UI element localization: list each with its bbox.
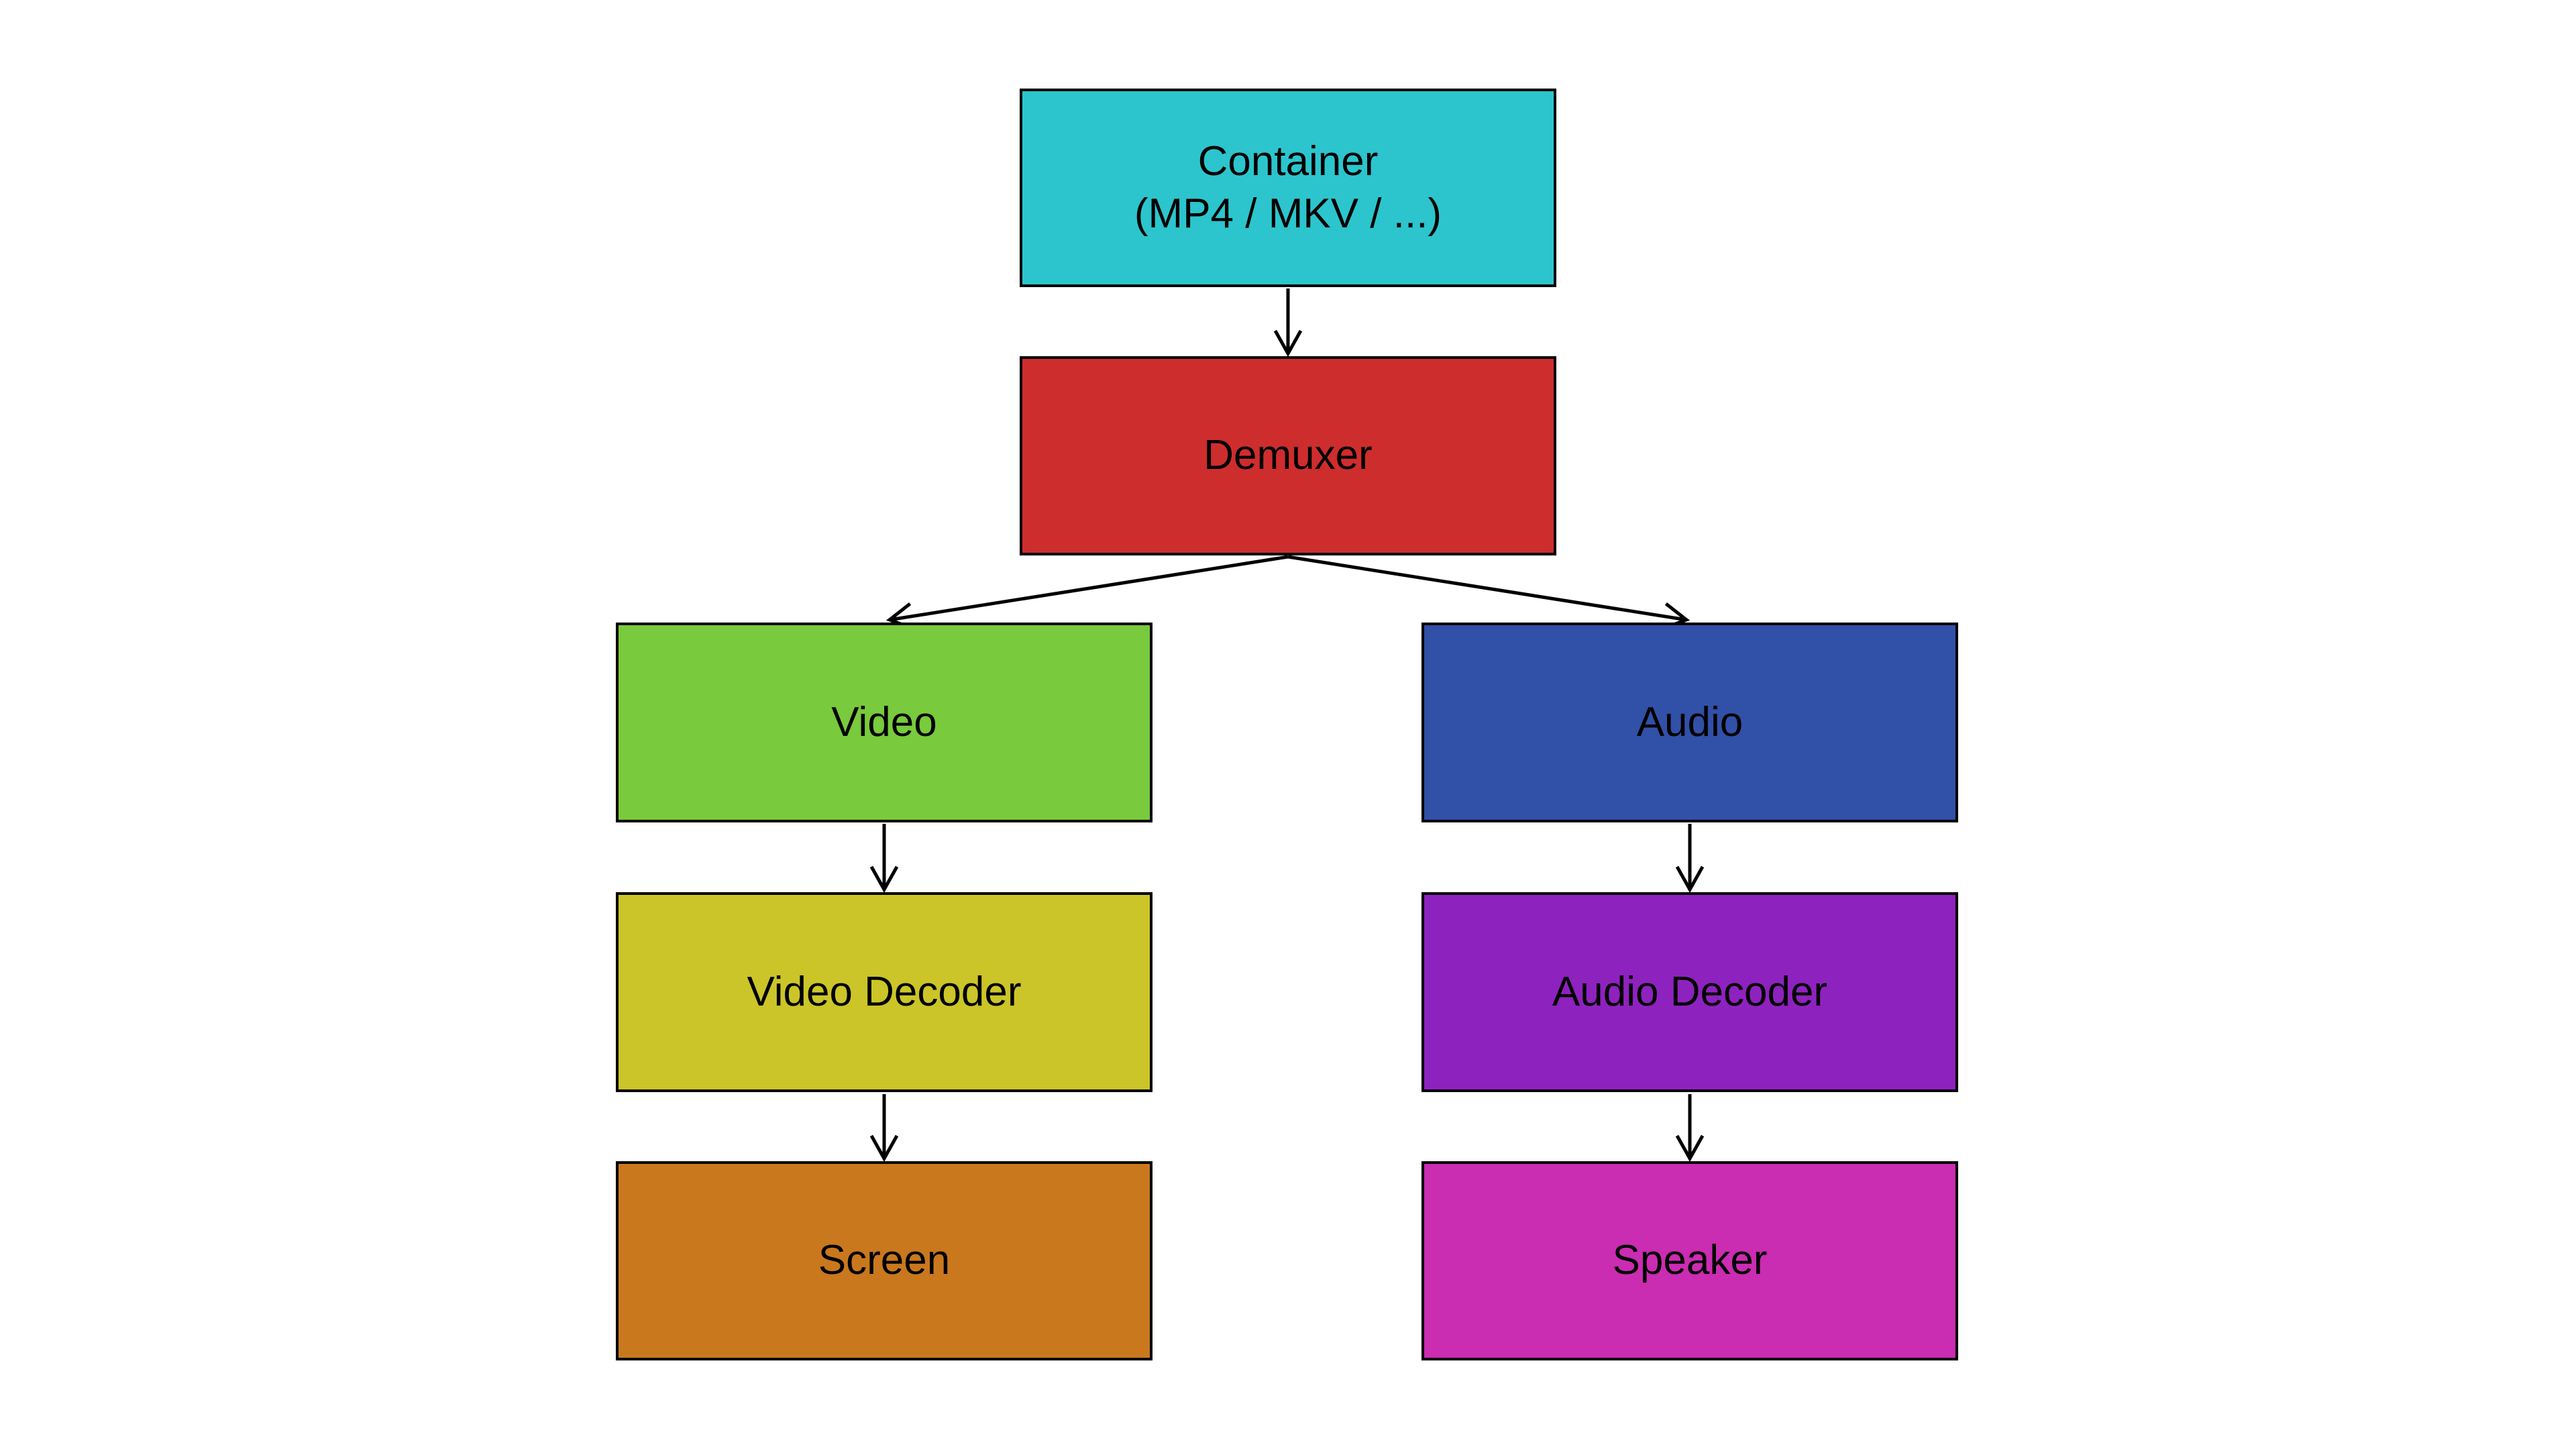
speaker-label: Speaker — [1612, 1237, 1768, 1284]
video-decoder-node: Video Decoder — [616, 892, 1152, 1092]
audio-decoder-label: Audio Decoder — [1552, 968, 1828, 1015]
container-label: (MP4 / MKV / ...) — [1134, 191, 1442, 237]
audio-label: Audio — [1636, 698, 1743, 745]
video-label: Video — [831, 698, 937, 745]
video-decoder-label: Video Decoder — [747, 968, 1022, 1015]
container-node: Container (MP4 / MKV / ...) — [1020, 89, 1556, 287]
audio-decoder-node: Audio Decoder — [1421, 892, 1958, 1092]
demuxer-node: Demuxer — [1020, 356, 1556, 555]
screen-node: Screen — [616, 1161, 1152, 1360]
speaker-node: Speaker — [1421, 1161, 1958, 1360]
demuxer-label: Demuxer — [1203, 432, 1373, 479]
audio-node: Audio — [1421, 623, 1958, 822]
container-label: Container — [1197, 138, 1379, 184]
demuxer-to-audio-arrow — [1287, 555, 1690, 631]
screen-label: Screen — [818, 1237, 951, 1284]
video-node: Video — [616, 623, 1152, 822]
demuxer-to-video-arrow — [885, 555, 1289, 631]
